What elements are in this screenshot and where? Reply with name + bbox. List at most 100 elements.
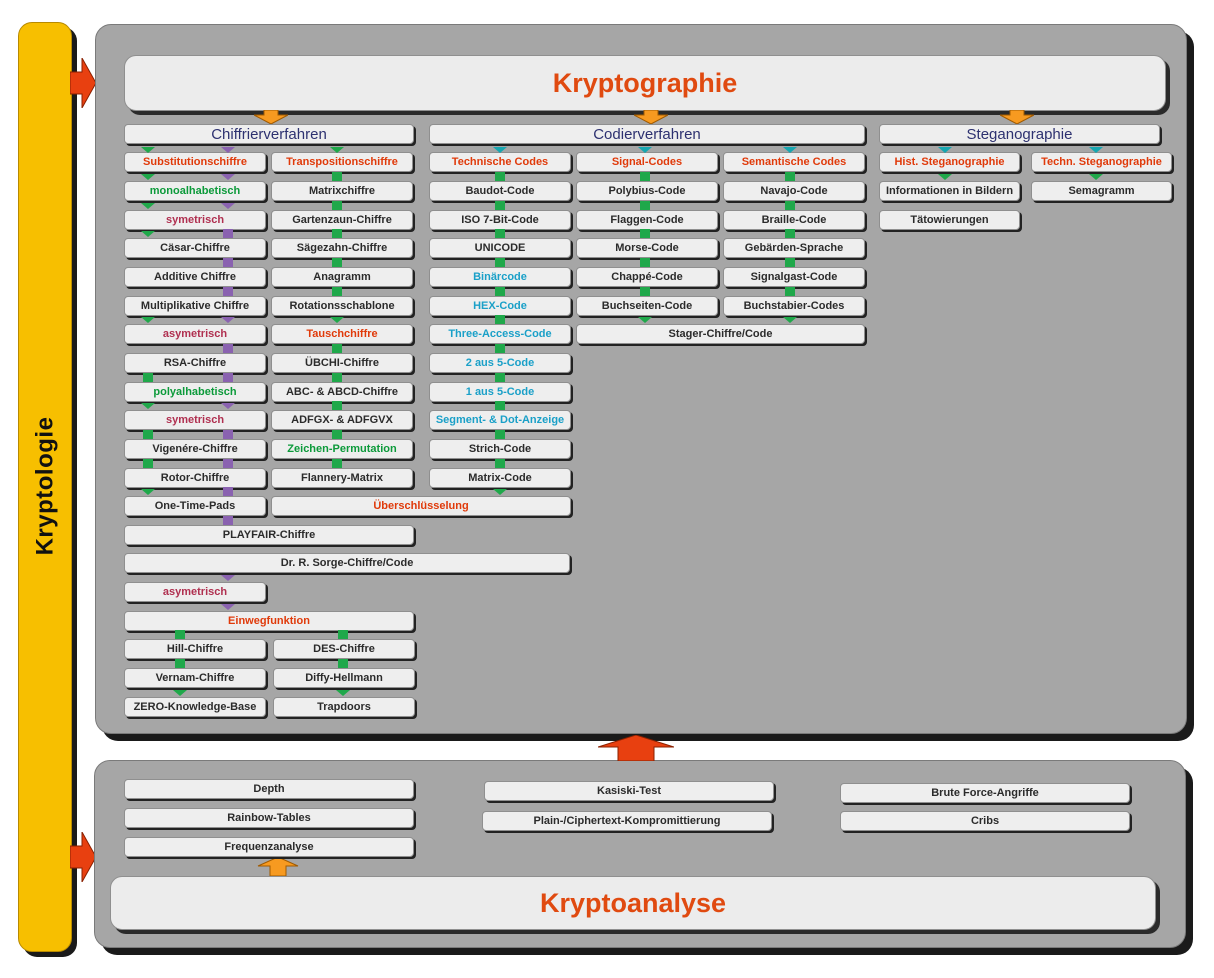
node-caesar: Cäsar-Chiffre xyxy=(124,238,266,258)
node-hex: HEX-Code xyxy=(429,296,571,316)
connector-square xyxy=(332,344,342,353)
node-navajo: Navajo-Code xyxy=(723,181,865,201)
analysis-cribs: Cribs xyxy=(840,811,1130,831)
node-uebchi: ÜBCHI-Chiffre xyxy=(271,353,413,373)
node-trapdoors: Trapdoors xyxy=(273,697,415,717)
node-buchstabier: Buchstabier-Codes xyxy=(723,296,865,316)
node-einweg: Einwegfunktion xyxy=(124,611,414,631)
connector-arrow xyxy=(141,203,155,209)
connector-square xyxy=(495,401,505,410)
node-otp: One-Time-Pads xyxy=(124,496,266,516)
node-braille: Braille-Code xyxy=(723,210,865,230)
connector-square xyxy=(175,659,185,668)
connector-square xyxy=(332,172,342,181)
connector-square xyxy=(175,630,185,639)
connector-square xyxy=(495,459,505,468)
node-semantic: Semantische Codes xyxy=(723,152,865,172)
node-monoalph: monoalhabetisch xyxy=(124,181,266,201)
connector-square xyxy=(640,201,650,210)
node-taetowierung: Tätowierungen xyxy=(879,210,1020,230)
node-semagramm: Semagramm xyxy=(1031,181,1172,201)
connector-arrow xyxy=(1089,174,1103,180)
connector-square xyxy=(223,430,233,439)
node-tech: Technische Codes xyxy=(429,152,571,172)
connector-square xyxy=(495,373,505,382)
connector-square xyxy=(640,287,650,296)
connector-square xyxy=(223,373,233,382)
connector-square xyxy=(785,229,795,238)
node-vigenere: Vigenére-Chiffre xyxy=(124,439,266,459)
arrow-to-frequenzanalyse xyxy=(257,857,299,876)
node-strich: Strich-Code xyxy=(429,439,571,459)
node-signal: Signal-Codes xyxy=(576,152,718,172)
arrow-analyse-to-graphie xyxy=(598,735,674,761)
connector-square xyxy=(223,516,233,525)
node-polybius: Polybius-Code xyxy=(576,181,718,201)
node-gebaerden: Gebärden-Sprache xyxy=(723,238,865,258)
header-codierverfahren-label: Codierverfahren xyxy=(593,125,701,143)
header-steganographie: Steganographie xyxy=(879,124,1160,144)
node-zero: ZERO-Knowledge-Base xyxy=(124,697,266,717)
arrow-to-chiffrier xyxy=(254,110,288,124)
connector-square xyxy=(223,258,233,267)
connector-square xyxy=(332,201,342,210)
node-segment: Segment- & Dot-Anzeige xyxy=(429,410,571,430)
node-ueberschl: Überschlüsselung xyxy=(271,496,571,516)
node-morse: Morse-Code xyxy=(576,238,718,258)
node-matrixcode: Matrix-Code xyxy=(429,468,571,488)
connector-square xyxy=(495,258,505,267)
connector-arrow xyxy=(221,174,235,180)
connector-arrow xyxy=(336,690,350,696)
node-tausch: Tauschchiffre xyxy=(271,324,413,344)
connector-arrow xyxy=(938,174,952,180)
connector-arrow xyxy=(1089,147,1103,153)
arrow-sidebar-to-kryptoanalyse xyxy=(70,832,96,882)
analysis-plaincipher: Plain-/Ciphertext-Kompromittierung xyxy=(482,811,772,831)
node-threeaccess: Three-Access-Code xyxy=(429,324,571,344)
node-des: DES-Chiffre xyxy=(273,639,415,659)
connector-square xyxy=(223,287,233,296)
node-signalgast: Signalgast-Code xyxy=(723,267,865,287)
node-iso: ISO 7-Bit-Code xyxy=(429,210,571,230)
node-multiplikative: Multiplikative Chiffre xyxy=(124,296,266,316)
header-chiffrierverfahren: Chiffrierverfahren xyxy=(124,124,414,144)
analysis-brute: Brute Force-Angriffe xyxy=(840,783,1130,803)
connector-arrow xyxy=(330,147,344,153)
analysis-kasiski: Kasiski-Test xyxy=(484,781,774,801)
connector-square xyxy=(332,430,342,439)
connector-arrow xyxy=(173,690,187,696)
node-transposition: Transpositionschiffre xyxy=(271,152,413,172)
connector-arrow xyxy=(221,147,235,153)
connector-square xyxy=(143,373,153,382)
connector-square xyxy=(332,258,342,267)
connector-arrow xyxy=(938,147,952,153)
node-baudot: Baudot-Code xyxy=(429,181,571,201)
connector-arrow xyxy=(330,317,344,323)
connector-square xyxy=(332,229,342,238)
connector-square xyxy=(785,201,795,210)
connector-square xyxy=(495,315,505,324)
connector-arrow xyxy=(783,147,797,153)
node-buchseiten: Buchseiten-Code xyxy=(576,296,718,316)
node-anagramm: Anagramm xyxy=(271,267,413,287)
connector-arrow xyxy=(141,231,155,237)
node-flannery: Flannery-Matrix xyxy=(271,468,413,488)
header-steganographie-label: Steganographie xyxy=(966,125,1073,143)
analysis-depth: Depth xyxy=(124,779,414,799)
connector-square xyxy=(338,659,348,668)
connector-square xyxy=(143,430,153,439)
connector-square xyxy=(338,630,348,639)
node-saegezahn: Sägezahn-Chiffre xyxy=(271,238,413,258)
connector-arrow xyxy=(221,203,235,209)
node-technstegano: Techn. Steganographie xyxy=(1031,152,1172,172)
node-gartenzaun: Gartenzaun-Chiffre xyxy=(271,210,413,230)
arrow-to-codier xyxy=(634,110,668,124)
connector-square xyxy=(640,258,650,267)
node-sym1: symetrisch xyxy=(124,210,266,230)
connector-arrow xyxy=(141,174,155,180)
connector-arrow xyxy=(141,147,155,153)
connector-square xyxy=(332,401,342,410)
connector-arrow xyxy=(638,317,652,323)
connector-square xyxy=(223,229,233,238)
